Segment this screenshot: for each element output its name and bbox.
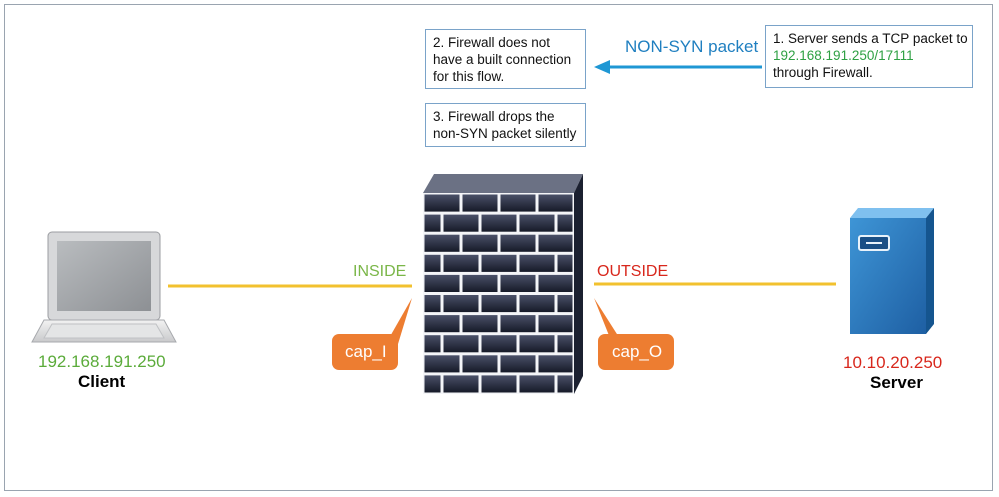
firewall-brick [519,214,555,232]
firewall-brick [443,335,479,353]
firewall-brick [443,214,479,232]
firewall-brick [424,335,441,353]
capture-inside-label: cap_I [345,342,387,361]
firewall-brick [424,214,441,232]
firewall-brick [462,274,498,292]
firewall-brick [500,234,536,252]
firewall-brick [462,194,498,212]
firewall-brick [462,315,498,333]
firewall-brick [462,234,498,252]
inside-label: INSIDE [353,263,407,280]
firewall-brick [424,274,460,292]
firewall-brick [481,375,517,393]
firewall-brick [481,295,517,313]
note-drop-line1: 3. Firewall drops the [433,109,555,124]
note-server-line1: 1. Server sends a TCP packet to [773,31,968,46]
firewall-brick [538,315,573,333]
firewall-brick [424,315,460,333]
firewall-brick [557,254,573,272]
firewall-brick [538,355,573,373]
firewall-brick [519,375,555,393]
note-firewall-state: 2. Firewall does not have a built connec… [425,29,586,89]
firewall-brick [443,254,479,272]
server-ip: 10.10.20.250 [843,353,943,372]
laptop-icon [31,231,177,343]
firewall-brick [519,335,555,353]
note-firewall-drop: 3. Firewall drops the non-SYN packet sil… [425,103,586,147]
note-server-ip: 192.168.191.250/17111 [773,48,914,63]
note-state-line3: for this flow. [433,69,505,84]
firewall-brick [424,355,460,373]
firewall-brick [557,335,573,353]
note-server-line3: through Firewall. [773,65,873,80]
firewall-brick [500,355,536,373]
firewall-brick [481,335,517,353]
firewall-brick [519,295,555,313]
firewall-brick [519,254,555,272]
capture-inside-callout [332,298,412,370]
outside-label: OUTSIDE [597,263,669,280]
firewall-brick [500,274,536,292]
firewall-brick [424,234,460,252]
server-icon [850,208,934,334]
firewall-icon [423,174,583,394]
firewall-brick [538,194,573,212]
firewall-brick [424,194,460,212]
client-ip: 192.168.191.250 [38,352,166,371]
client-name: Client [78,372,126,391]
firewall-brick [538,274,573,292]
firewall-brick [557,375,573,393]
firewall-brick [481,214,517,232]
packet-label: NON-SYN packet [625,37,759,56]
capture-outside-callout [594,298,674,370]
firewall-brick [424,375,441,393]
capture-outside-label: cap_O [612,342,663,361]
firewall-brick [557,295,573,313]
note-state-line2: have a built connection [433,52,572,67]
firewall-brick [500,315,536,333]
firewall-brick [424,254,441,272]
firewall-brick [443,295,479,313]
firewall-brick [500,194,536,212]
firewall-brick [557,214,573,232]
firewall-brick [538,234,573,252]
note-drop-line2: non-SYN packet silently [433,126,577,141]
note-state-line1: 2. Firewall does not [433,35,551,50]
server-name: Server [870,373,923,392]
non-syn-arrow [594,60,762,74]
firewall-brick [481,254,517,272]
firewall-brick [462,355,498,373]
firewall-brick [424,295,441,313]
firewall-brick [443,375,479,393]
note-server-sends: 1. Server sends a TCP packet to 192.168.… [765,25,973,88]
